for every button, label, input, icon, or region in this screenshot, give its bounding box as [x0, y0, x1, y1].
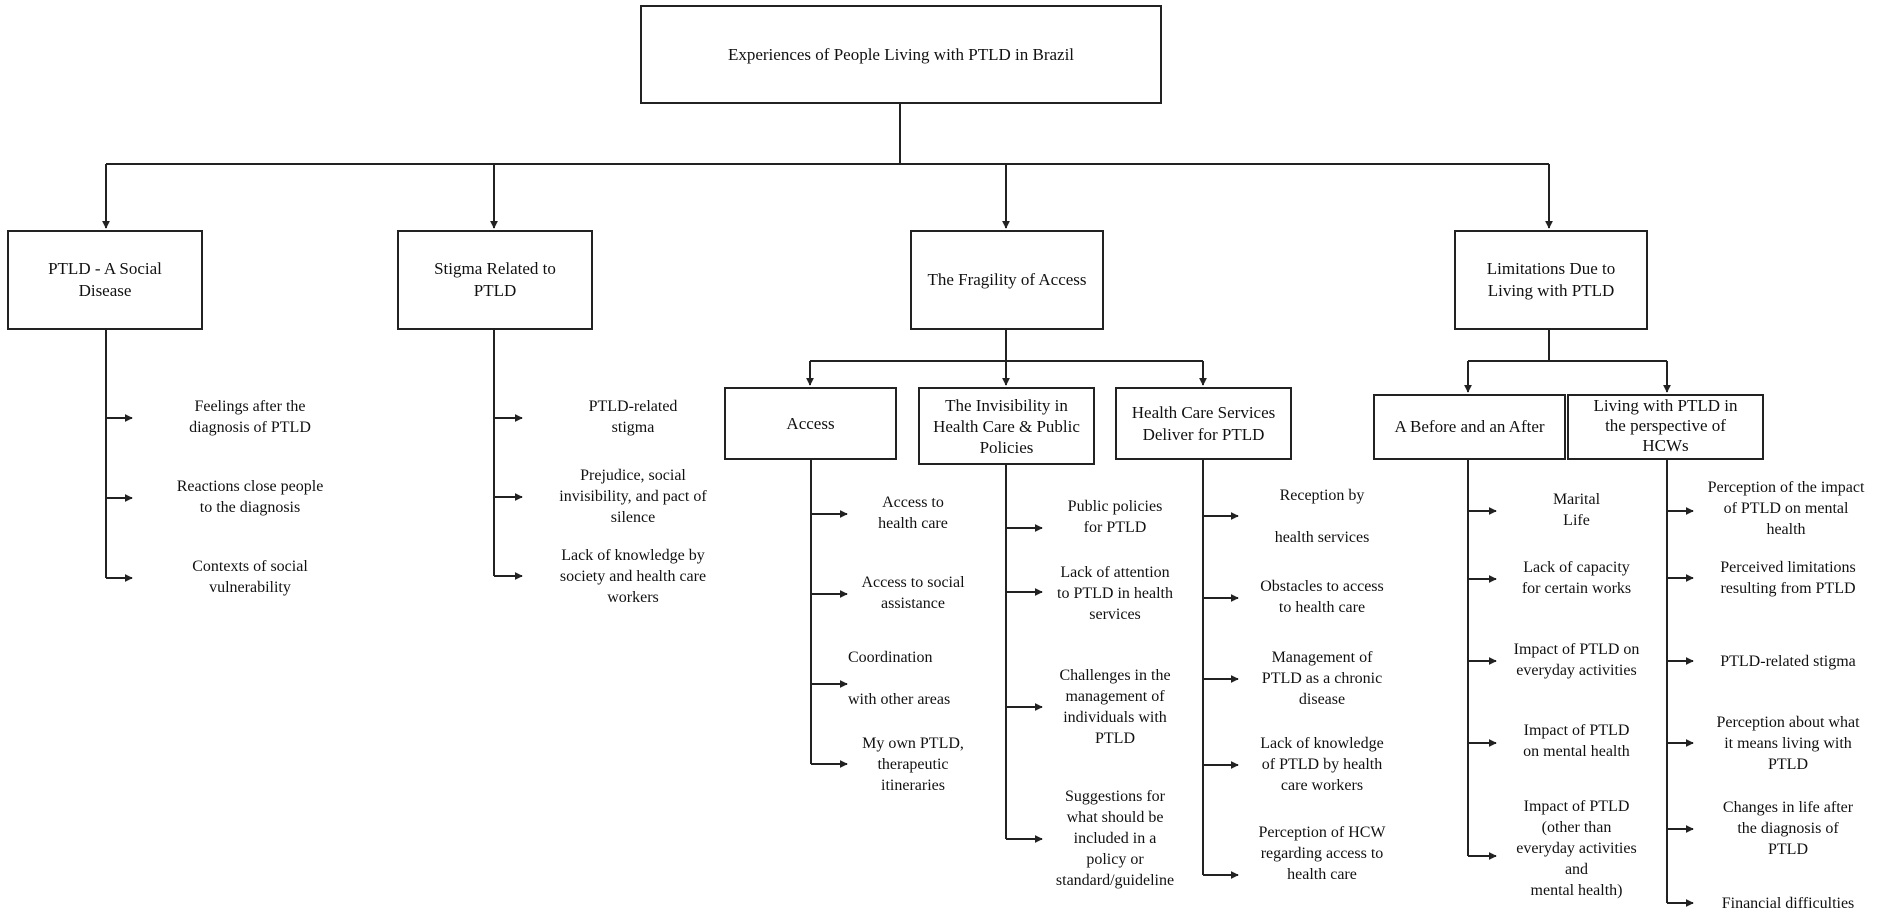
code-item: PTLD-related stigma [588, 398, 678, 436]
code-item: Obstacles to access to health care [1260, 578, 1384, 616]
code-item: Reception by health services [1274, 487, 1370, 546]
theme-social-disease: PTLD - A Social Disease [7, 230, 203, 330]
theme-fragility-of-access: The Fragility of Access [910, 230, 1104, 330]
code-item: Perceived limitations resulting from PTL… [1720, 559, 1856, 597]
code-item: Lack of capacity for certain works [1521, 559, 1632, 597]
code-item: Challenges in the management of individu… [1059, 667, 1171, 747]
subtheme-label: A Before and an After [1394, 417, 1545, 436]
code-item: Changes in life after the diagnosis of P… [1722, 799, 1854, 858]
code-item: My own PTLD, therapeutic itineraries [862, 735, 964, 794]
subtheme-label: The Invisibility in Health Care & Public… [933, 395, 1080, 457]
code-item: Feelings after the diagnosis of PTLD [189, 398, 311, 436]
code-item: Perception about what it means living wi… [1716, 714, 1860, 773]
root-label: Experiences of People Living with PTLD i… [727, 44, 1075, 64]
subtheme-label: Living with PTLD in the perspective of H… [1593, 396, 1738, 455]
code-item: Reactions close people to the diagnosis [176, 478, 324, 516]
subtheme-before-after: A Before and an After [1373, 394, 1566, 460]
theme-label: The Fragility of Access [927, 270, 1087, 289]
code-item: Access to social assistance [861, 574, 965, 612]
theme-label: Limitations Due to Living with PTLD [1486, 259, 1616, 300]
code-item: Perception of the impact of PTLD on ment… [1707, 479, 1865, 538]
code-item: Marital Life [1552, 491, 1601, 529]
root-node: Experiences of People Living with PTLD i… [640, 5, 1162, 104]
theme-label: PTLD - A Social Disease [48, 259, 162, 300]
theme-stigma: Stigma Related to PTLD [397, 230, 593, 330]
subtheme-services: Health Care Services Deliver for PTLD [1115, 387, 1292, 460]
code-item: Prejudice, social invisibility, and pact… [559, 467, 707, 526]
subtheme-label: Access [786, 413, 835, 433]
code-item: Impact of PTLD (other than everyday acti… [1516, 798, 1637, 899]
code-item: Lack of knowledge by society and health … [559, 547, 707, 606]
subtheme-invisibility: The Invisibility in Health Care & Public… [918, 387, 1095, 465]
code-item: Perception of HCW regarding access to he… [1258, 824, 1386, 883]
subtheme-access: Access [724, 387, 897, 460]
code-item: Lack of attention to PTLD in health serv… [1057, 564, 1173, 623]
code-item: Suggestions for what should be included … [1055, 788, 1175, 889]
code-item: Impact of PTLD on everyday activities [1513, 641, 1640, 679]
subtheme-label: Health Care Services Deliver for PTLD [1131, 402, 1276, 444]
code-item: Coordination with other areas [848, 649, 951, 708]
code-item: Financial difficulties [1721, 895, 1855, 912]
code-item: Public policies for PTLD [1067, 498, 1163, 536]
theme-label: Stigma Related to PTLD [434, 259, 556, 300]
subtheme-hcw-perspective: Living with PTLD in the perspective of H… [1567, 394, 1764, 460]
code-item: Impact of PTLD on mental health [1523, 722, 1630, 760]
code-item: Access to health care [878, 494, 948, 532]
code-item: PTLD-related stigma [1720, 653, 1856, 670]
theme-limitations: Limitations Due to Living with PTLD [1454, 230, 1648, 330]
code-item: Contexts of social vulnerability [192, 558, 308, 596]
code-item: Management of PTLD as a chronic disease [1261, 649, 1383, 708]
code-item: Lack of knowledge of PTLD by health care… [1260, 735, 1384, 794]
